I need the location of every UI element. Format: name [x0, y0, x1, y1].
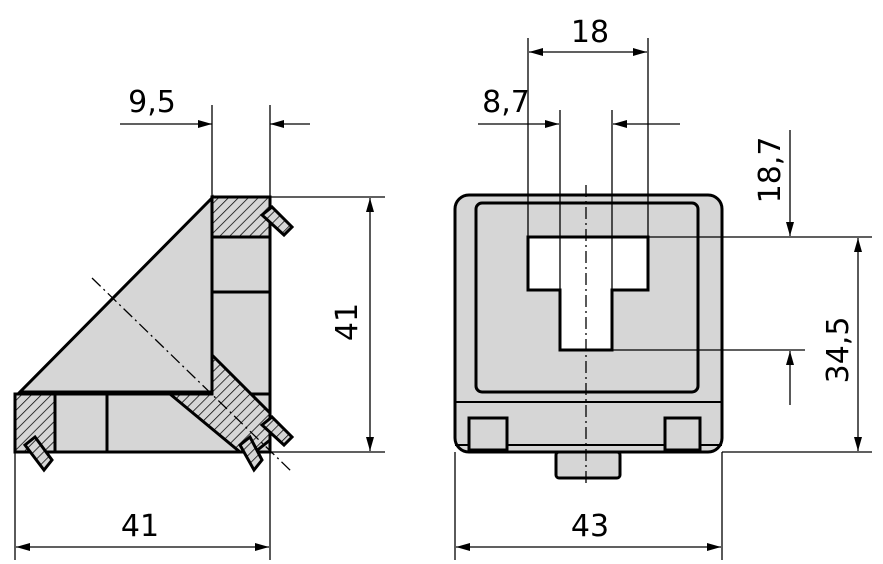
side-view — [13, 194, 295, 473]
hatched-section-top — [210, 195, 272, 239]
dim-slot-top: 18,7 — [753, 137, 788, 204]
dimension-lines — [14, 38, 872, 560]
gusset — [16, 194, 214, 394]
dim-slot-offset: 8,7 — [482, 85, 530, 120]
dim-front-width: 43 — [571, 509, 609, 544]
dim-slot-height: 34,5 — [821, 317, 856, 384]
dim-side-width: 41 — [121, 509, 159, 544]
tab-left — [467, 416, 509, 452]
front-view — [453, 185, 724, 485]
bottom-nub — [554, 450, 622, 480]
dim-side-height: 41 — [330, 303, 365, 341]
dim-slot-width: 18 — [571, 15, 609, 50]
dim-side-offset: 9,5 — [128, 85, 176, 120]
tab-right — [663, 416, 702, 452]
